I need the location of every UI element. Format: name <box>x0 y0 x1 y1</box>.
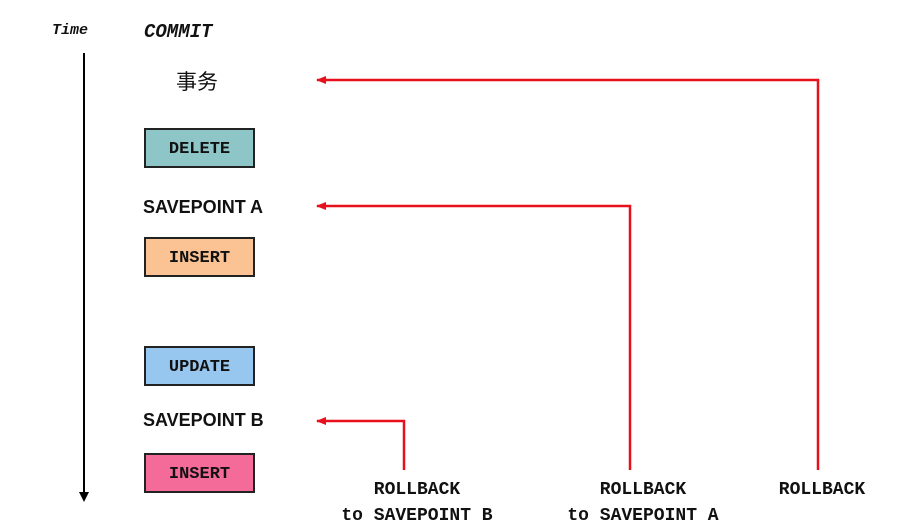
timeline-arrowhead-icon <box>79 492 89 502</box>
rollback-to-b-arrow <box>316 417 406 470</box>
rollback-to-b-line1: ROLLBACK <box>373 480 461 500</box>
rollback-to-savepoint-b-label: ROLLBACK to SAVEPOINT B <box>312 477 522 529</box>
savepoint-a-label: SAVEPOINT A <box>143 197 264 217</box>
update-operation-box: UPDATE <box>144 346 255 386</box>
rollback-full-arrow <box>316 76 820 470</box>
insert-operation-box-1: INSERT <box>144 237 255 277</box>
rollback-to-a-line2: to SAVEPOINT A <box>567 506 719 526</box>
insert-operation-box-2: INSERT <box>144 453 255 493</box>
delete-operation-box: DELETE <box>144 128 255 168</box>
rollback-full-label: ROLLBACK <box>760 477 884 503</box>
savepoint-b-label: SAVEPOINT B <box>143 410 264 430</box>
transaction-label: 事务 <box>176 70 218 94</box>
time-axis-label: Time <box>52 22 89 39</box>
rollback-full-line1: ROLLBACK <box>778 480 866 500</box>
rollback-to-a-arrow <box>316 202 632 470</box>
rollback-to-a-line1: ROLLBACK <box>599 480 687 500</box>
timeline-axis <box>83 53 85 493</box>
rollback-to-savepoint-a-label: ROLLBACK to SAVEPOINT A <box>538 477 748 529</box>
rollback-to-b-line2: to SAVEPOINT B <box>341 506 493 526</box>
commit-label: COMMIT <box>144 21 213 43</box>
